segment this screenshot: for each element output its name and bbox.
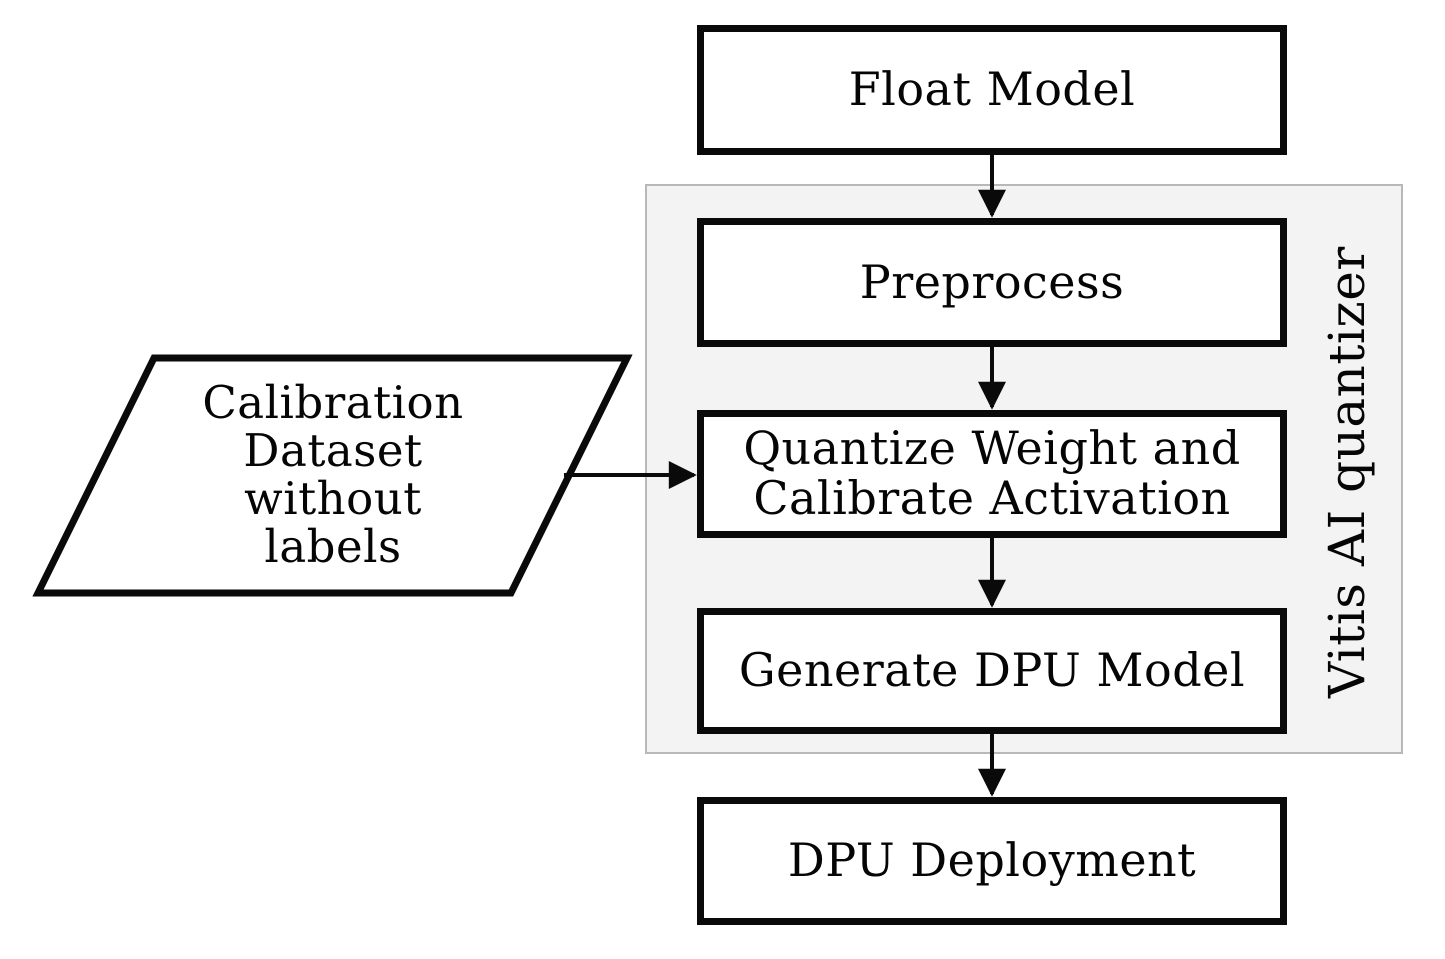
node-generate-dpu-model: Generate DPU Model xyxy=(697,608,1287,734)
node-dpu-deployment: DPU Deployment xyxy=(697,797,1287,925)
node-generate-dpu-model-label: Generate DPU Model xyxy=(738,643,1246,698)
node-float-model-label: Float Model xyxy=(848,62,1136,117)
node-float-model: Float Model xyxy=(697,25,1287,155)
node-dpu-deployment-label: DPU Deployment xyxy=(787,833,1197,888)
node-preprocess-label: Preprocess xyxy=(859,254,1125,309)
node-quantize-calibrate: Quantize Weight and Calibrate Activation xyxy=(697,410,1287,538)
vitis-ai-quantizer-caption: Vitis AI quantizer xyxy=(1318,246,1376,699)
node-preprocess: Preprocess xyxy=(697,218,1287,347)
calibration-dataset-parallelogram xyxy=(32,354,633,597)
calibration-dataset-label: Calibration Dataset without labels xyxy=(202,376,464,573)
node-quantize-calibrate-label: Quantize Weight and Calibrate Activation xyxy=(743,421,1241,525)
